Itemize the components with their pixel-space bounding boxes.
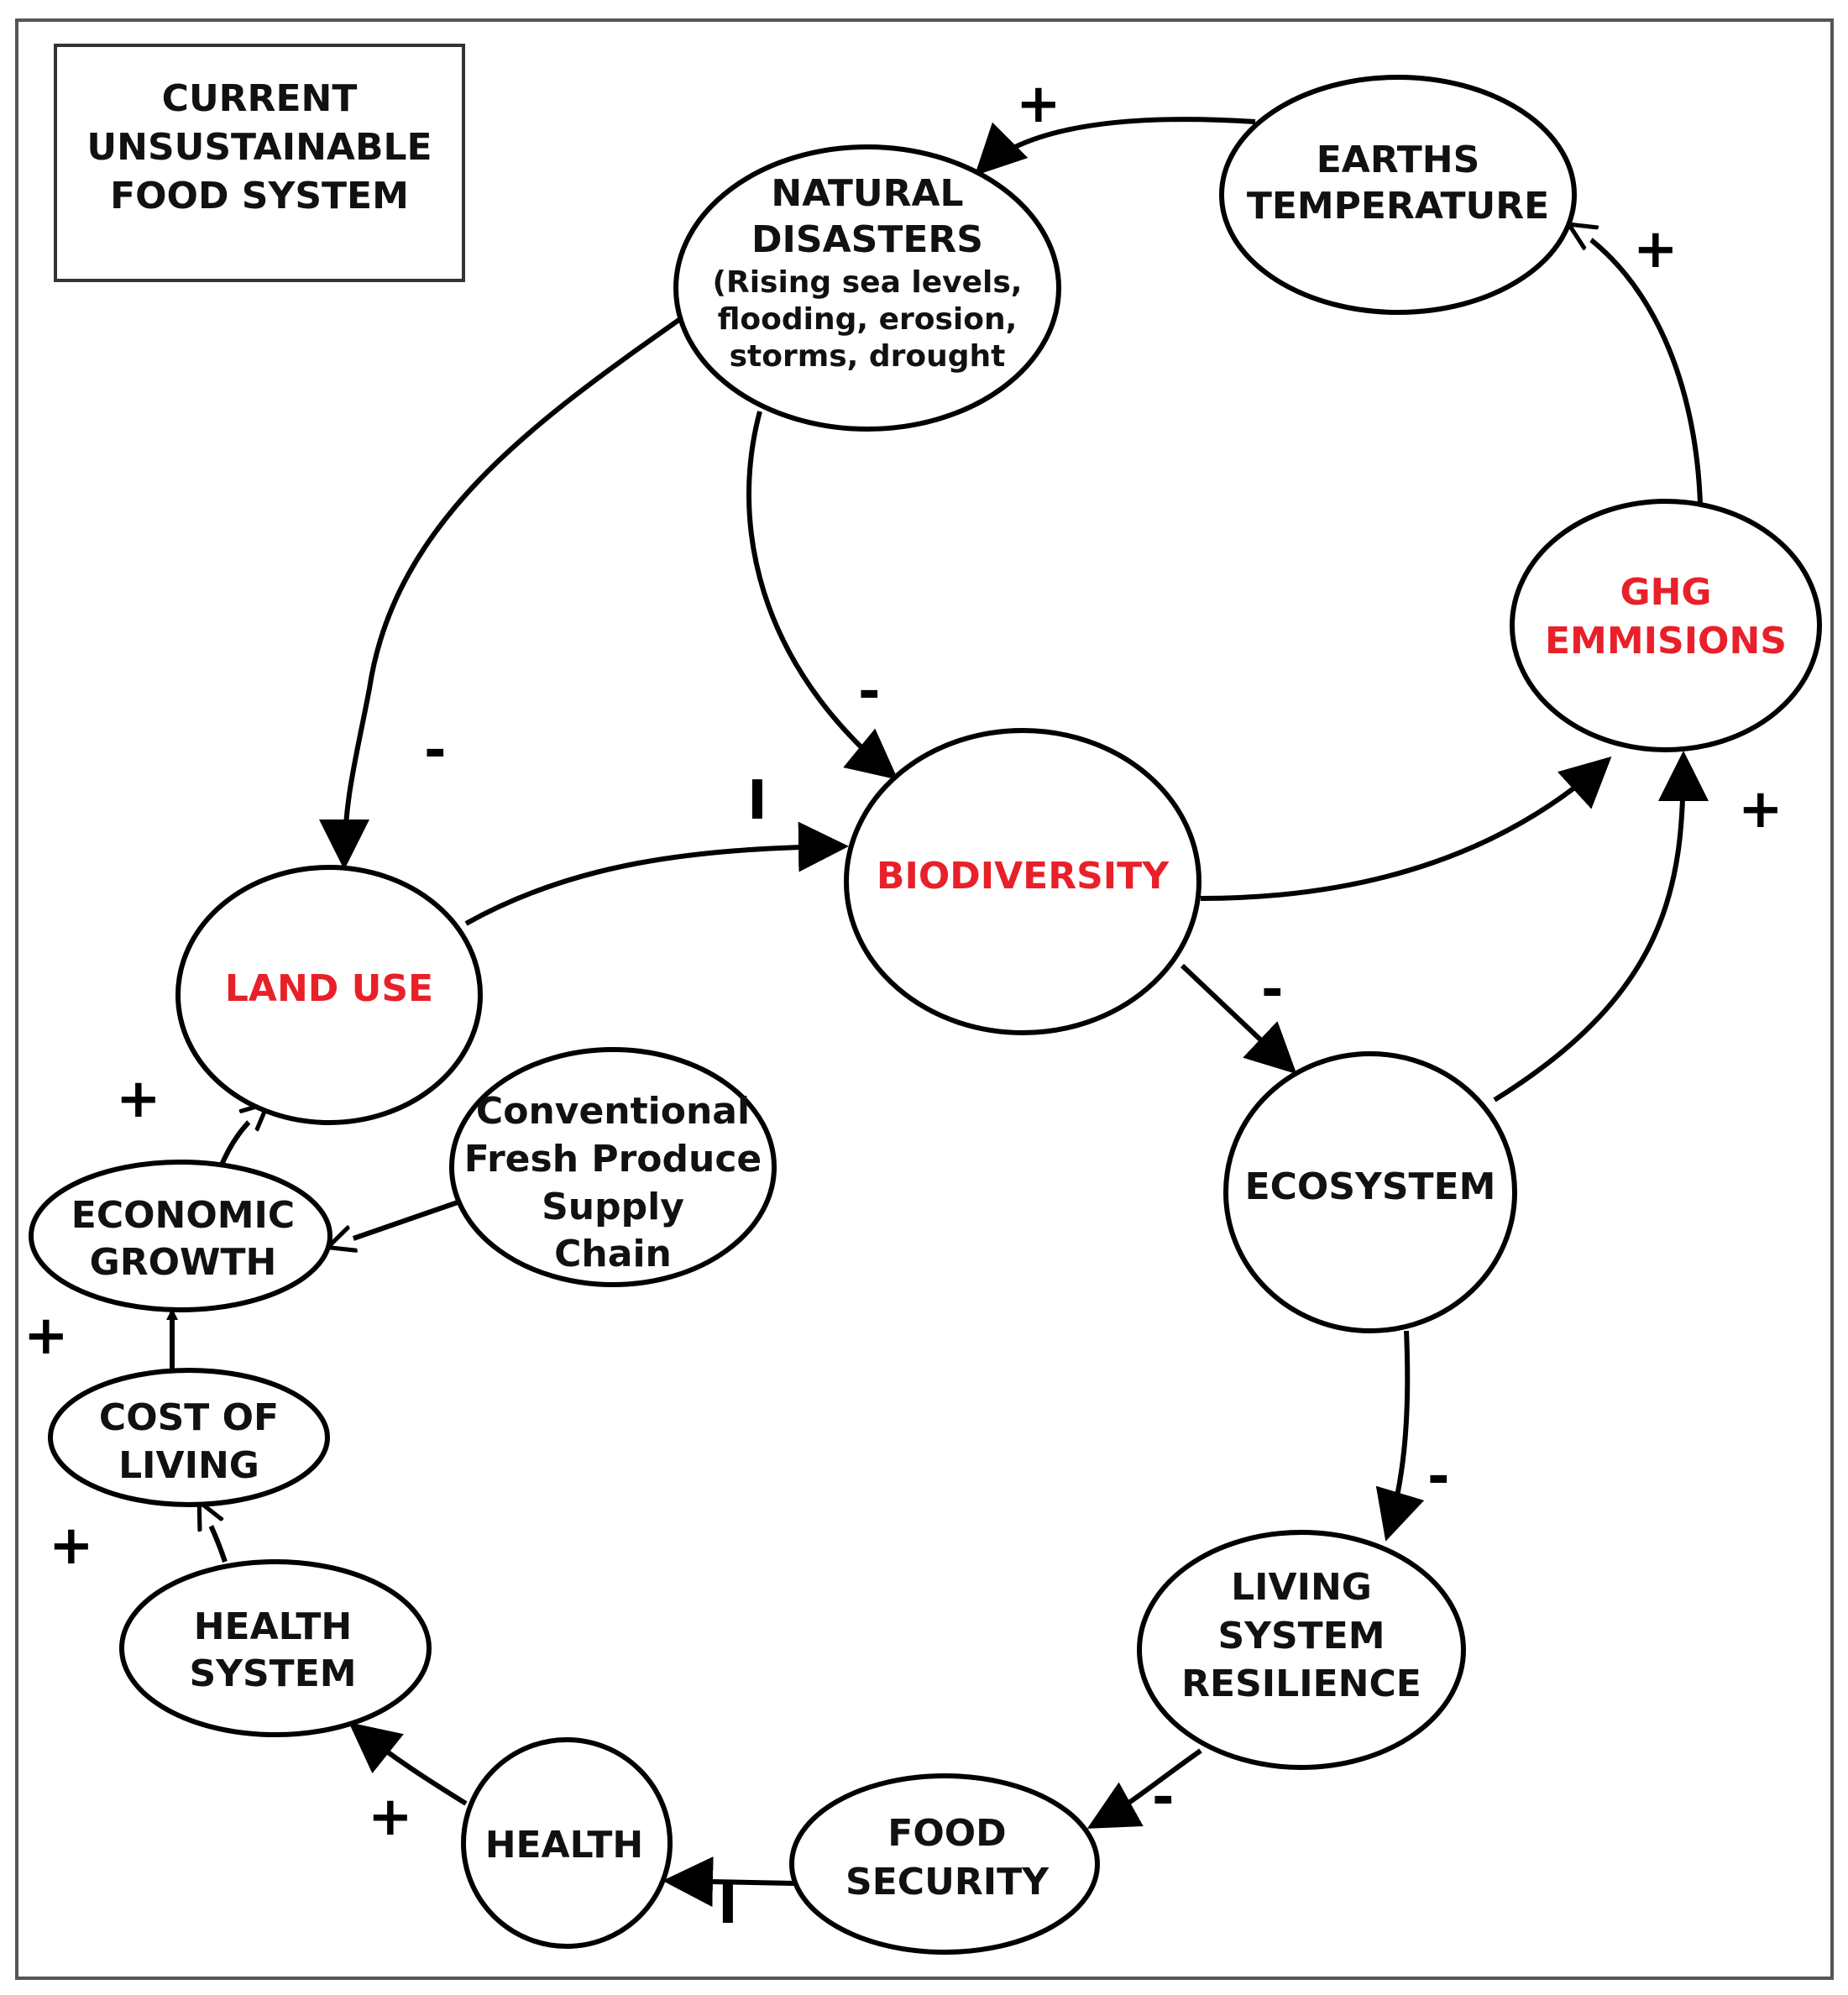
node-conventional-supply-chain: Conventional Fresh Produce Supply Chain <box>449 1047 777 1287</box>
biodiversity-label: BIODIVERSITY <box>877 855 1170 898</box>
supply-chain-line-2: Fresh Produce <box>464 1138 762 1181</box>
resilience-line-3: RESILIENCE <box>1181 1662 1421 1705</box>
node-natural-disasters: NATURAL DISASTERS (Rising sea levels, fl… <box>673 144 1061 432</box>
sign-disasters-to-landuse: - <box>424 720 447 782</box>
health-system-line-2: SYSTEM <box>189 1652 356 1695</box>
node-earths-temperature: EARTHS TEMPERATURE <box>1219 75 1577 315</box>
earths-temperature-line-2: TEMPERATURE <box>1247 185 1549 228</box>
edge-biodiversity-to-ghg <box>1200 756 1612 901</box>
sign-landuse-to-biodiversity: I <box>747 770 767 832</box>
sign-disasters-to-biodiversity: - <box>858 661 881 723</box>
title-box: CURRENT UNSUSTAINABLE FOOD SYSTEM <box>54 44 465 282</box>
supply-chain-line-3: Supply <box>542 1186 684 1228</box>
node-economic-growth: ECONOMIC GROWTH <box>29 1160 332 1312</box>
land-use-label: LAND USE <box>225 967 433 1010</box>
sign-healthsystem-to-costofliving: + <box>49 1515 94 1577</box>
natural-disasters-detail-2: flooding, erosion, <box>718 302 1018 337</box>
node-health: HEALTH <box>461 1737 673 1949</box>
edge-ecosystem-to-ghg <box>1493 751 1709 1102</box>
outer-frame <box>15 18 1834 1980</box>
sign-ecosystem-to-resilience: - <box>1427 1446 1450 1508</box>
edge-ghg-to-temperature <box>1570 225 1703 505</box>
sign-economicgrowth-to-landuse: + <box>116 1068 161 1130</box>
sign-ecosystem-to-ghg: + <box>1738 778 1783 840</box>
food-security-line-1: FOOD <box>887 1812 1006 1855</box>
sign-foodsecurity-to-health: I <box>718 1874 738 1936</box>
edge-biodiversity-to-ecosystem <box>1180 963 1297 1075</box>
natural-disasters-line-2: DISASTERS <box>751 218 983 261</box>
health-label: HEALTH <box>485 1824 644 1867</box>
cost-of-living-line-2: LIVING <box>118 1444 259 1487</box>
sign-temperature-to-disasters: + <box>1016 73 1061 135</box>
node-ecosystem: ECOSYSTEM <box>1223 1051 1517 1333</box>
edge-resilience-to-foodsecurity <box>1086 1748 1202 1829</box>
cost-of-living-line-1: COST OF <box>99 1396 279 1439</box>
economic-growth-line-2: GROWTH <box>90 1241 277 1284</box>
economic-growth-line-1: ECONOMIC <box>71 1194 295 1237</box>
sign-biodiversity-to-ecosystem: - <box>1261 959 1284 1021</box>
health-system-line-1: HEALTH <box>194 1605 353 1648</box>
node-food-security: FOOD SECURITY <box>789 1773 1100 1955</box>
edge-disasters-to-landuse <box>319 317 682 870</box>
sign-costofliving-to-economicgrowth: + <box>24 1305 69 1367</box>
edge-landuse-to-biodiversity <box>464 821 849 926</box>
node-biodiversity: BIODIVERSITY <box>844 728 1201 1035</box>
food-security-line-2: SECURITY <box>845 1861 1050 1903</box>
title-line-2: UNSUSTAINABLE <box>86 126 432 169</box>
node-land-use: LAND USE <box>175 865 483 1125</box>
sign-resilience-to-foodsecurity: - <box>1152 1767 1175 1829</box>
earths-temperature-line-1: EARTHS <box>1317 139 1480 181</box>
edge-health-to-healthsystem <box>348 1722 468 1806</box>
title-line-3: FOOD SYSTEM <box>110 175 409 217</box>
edge-supplychain-to-economicgrowth <box>329 1200 458 1247</box>
sign-health-to-healthsystem: + <box>368 1786 413 1848</box>
natural-disasters-detail-1: (Rising sea levels, <box>713 265 1023 300</box>
ghg-emissions-line-1: GHG <box>1620 571 1711 614</box>
supply-chain-line-4: Chain <box>554 1233 672 1275</box>
edge-temperature-to-disasters <box>974 117 1256 176</box>
sign-ghg-to-temperature: + <box>1633 218 1678 280</box>
edge-healthsystem-to-costofliving <box>200 1503 228 1563</box>
node-ghg-emissions: GHG EMMISIONS <box>1510 499 1822 752</box>
node-health-system: HEALTH SYSTEM <box>119 1559 432 1737</box>
node-cost-of-living: COST OF LIVING <box>48 1368 330 1507</box>
title-line-1: CURRENT <box>162 77 358 120</box>
resilience-line-2: SYSTEM <box>1217 1615 1385 1657</box>
ghg-emissions-line-2: EMMISIONS <box>1545 620 1787 662</box>
natural-disasters-line-1: NATURAL <box>771 172 963 215</box>
edge-economicgrowth-to-landuse <box>217 1104 267 1170</box>
supply-chain-line-1: Conventional <box>476 1090 750 1133</box>
resilience-line-1: LIVING <box>1231 1566 1372 1609</box>
node-living-system-resilience: LIVING SYSTEM RESILIENCE <box>1137 1530 1466 1770</box>
edge-disasters-to-biodiversity <box>746 411 898 780</box>
natural-disasters-detail-3: storms, drought <box>730 339 1006 374</box>
ecosystem-label: ECOSYSTEM <box>1245 1165 1496 1208</box>
edge-foodsecurity-to-health <box>662 1856 794 1908</box>
edge-ecosystem-to-resilience <box>1375 1330 1425 1542</box>
